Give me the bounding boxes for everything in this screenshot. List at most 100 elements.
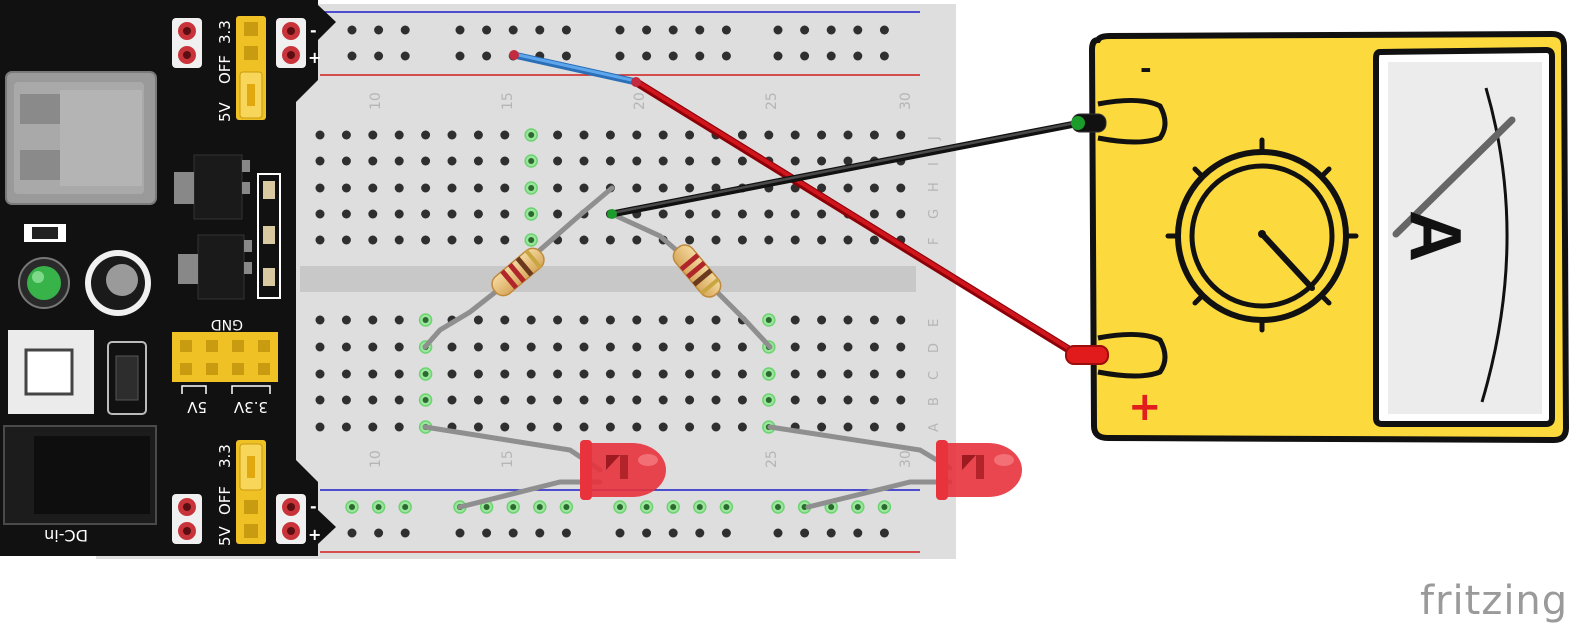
breadboard-hole[interactable] [764,130,774,140]
breadboard-hole[interactable] [553,156,563,166]
breadboard-hole[interactable] [473,395,483,405]
breadboard-hole[interactable] [685,209,695,219]
breadboard-hole[interactable] [896,315,906,325]
breadboard-hole[interactable] [632,130,642,140]
breadboard-hole[interactable] [685,422,695,432]
breadboard-hole[interactable] [632,315,642,325]
breadboard-hole[interactable] [315,209,325,219]
rail-hole[interactable] [561,528,571,538]
rail-hole[interactable] [800,528,810,538]
breadboard-hole[interactable] [817,395,827,405]
breadboard-hole[interactable] [473,183,483,193]
breadboard-hole[interactable] [394,209,404,219]
breadboard-hole[interactable] [553,315,563,325]
breadboard-hole[interactable] [526,395,536,405]
breadboard-hole[interactable] [500,209,510,219]
breadboard-hole[interactable] [368,130,378,140]
breadboard-hole[interactable] [368,395,378,405]
breadboard-hole[interactable] [790,209,800,219]
breadboard-hole[interactable] [500,183,510,193]
breadboard-hole[interactable] [341,315,351,325]
breadboard-hole[interactable] [711,395,721,405]
rail-hole[interactable] [668,51,678,61]
rail-hole[interactable] [347,51,357,61]
breadboard-hole[interactable] [737,422,747,432]
rail-hole[interactable] [535,25,545,35]
breadboard-hole[interactable] [658,342,668,352]
rail-hole[interactable] [668,25,678,35]
rail-hole[interactable] [800,51,810,61]
breadboard-hole[interactable] [869,130,879,140]
breadboard-hole[interactable] [447,130,457,140]
ammeter-socket-plus[interactable] [1097,331,1168,379]
breadboard-hole[interactable] [579,422,589,432]
breadboard-hole[interactable] [315,130,325,140]
breadboard-hole[interactable] [579,369,589,379]
breadboard-hole[interactable] [473,369,483,379]
breadboard-hole[interactable] [843,183,853,193]
rail-hole[interactable] [721,51,731,61]
breadboard-hole[interactable] [394,130,404,140]
breadboard-hole[interactable] [605,235,615,245]
breadboard-hole[interactable] [843,369,853,379]
breadboard-hole[interactable] [605,130,615,140]
breadboard-hole[interactable] [658,315,668,325]
rail-hole[interactable] [482,528,492,538]
breadboard-hole[interactable] [579,183,589,193]
breadboard-hole[interactable] [711,235,721,245]
breadboard-hole[interactable] [500,395,510,405]
breadboard-hole[interactable] [790,235,800,245]
breadboard-hole[interactable] [843,315,853,325]
breadboard-hole[interactable] [368,183,378,193]
breadboard-hole[interactable] [315,369,325,379]
breadboard-hole[interactable] [843,395,853,405]
rail-hole[interactable] [400,25,410,35]
breadboard-hole[interactable] [473,156,483,166]
breadboard-hole[interactable] [447,156,457,166]
breadboard-hole[interactable] [315,235,325,245]
breadboard-hole[interactable] [315,156,325,166]
breadboard-hole[interactable] [605,156,615,166]
breadboard-hole[interactable] [394,369,404,379]
rail-hole[interactable] [374,528,384,538]
breadboard-hole[interactable] [553,369,563,379]
breadboard-hole[interactable] [341,342,351,352]
rail-hole[interactable] [400,528,410,538]
rail-hole[interactable] [879,528,889,538]
push-button[interactable] [24,348,74,396]
breadboard-hole[interactable] [368,315,378,325]
rail-hole[interactable] [615,51,625,61]
breadboard-hole[interactable] [553,130,563,140]
breadboard-hole[interactable] [447,395,457,405]
breadboard-hole[interactable] [341,156,351,166]
breadboard-hole[interactable] [685,342,695,352]
breadboard-hole[interactable] [473,315,483,325]
rail-hole[interactable] [455,25,465,35]
rail-hole[interactable] [347,25,357,35]
breadboard-hole[interactable] [526,422,536,432]
breadboard-hole[interactable] [632,369,642,379]
breadboard-hole[interactable] [817,422,827,432]
breadboard-hole[interactable] [500,422,510,432]
breadboard-hole[interactable] [658,183,668,193]
rail-hole[interactable] [721,528,731,538]
breadboard-hole[interactable] [394,342,404,352]
breadboard-hole[interactable] [579,395,589,405]
rail-hole[interactable] [455,51,465,61]
breadboard-hole[interactable] [843,235,853,245]
breadboard-hole[interactable] [553,183,563,193]
breadboard-hole[interactable] [843,156,853,166]
breadboard-hole[interactable] [896,395,906,405]
breadboard-hole[interactable] [579,315,589,325]
breadboard-hole[interactable] [764,235,774,245]
breadboard-hole[interactable] [869,395,879,405]
rail-hole[interactable] [853,51,863,61]
breadboard-hole[interactable] [605,369,615,379]
breadboard-hole[interactable] [790,342,800,352]
breadboard-hole[interactable] [658,422,668,432]
breadboard-hole[interactable] [421,156,431,166]
breadboard-hole[interactable] [632,342,642,352]
breadboard-hole[interactable] [341,369,351,379]
breadboard-hole[interactable] [473,235,483,245]
breadboard-hole[interactable] [447,342,457,352]
